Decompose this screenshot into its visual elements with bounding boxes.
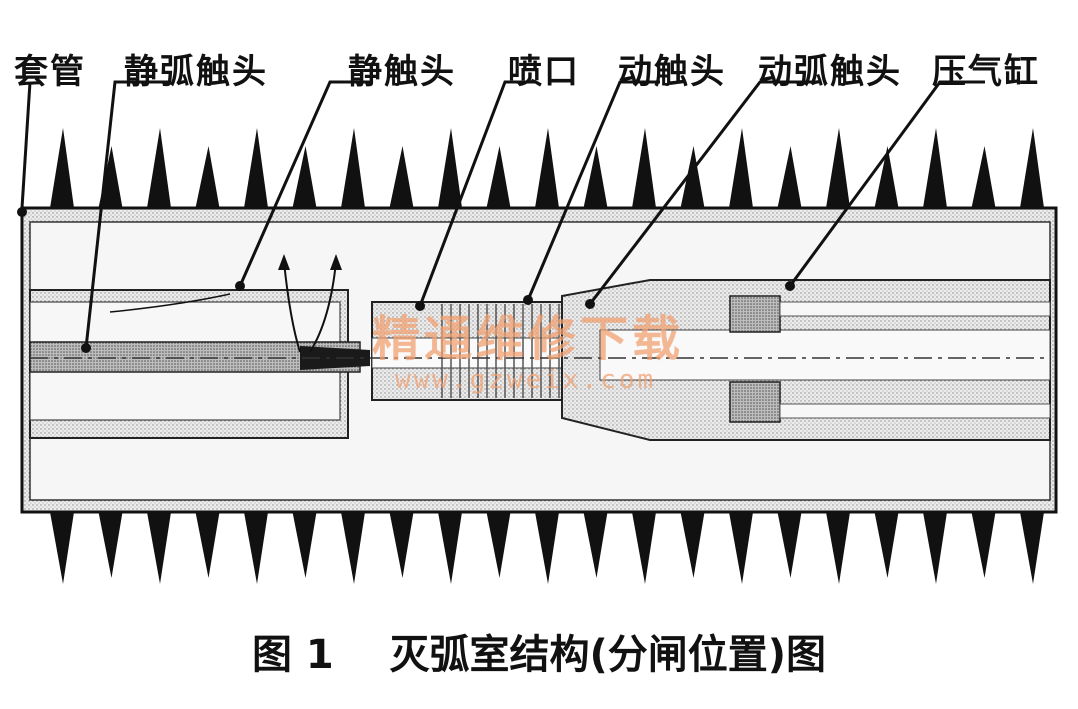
gas-flow-arrow-3 (109, 293, 231, 313)
label-static-contact: 静触头 (348, 52, 456, 92)
puffer-cylinder-wall-lower (779, 403, 1051, 419)
label-moving-arc-contact: 动弧触头 (758, 52, 902, 92)
bottom-shed (341, 512, 365, 584)
puffer-cylinder-bottom (729, 381, 781, 423)
bottom-shed (50, 512, 74, 584)
bottom-shed (923, 512, 947, 584)
top-shed (244, 128, 268, 208)
figure-caption: 图 1 灭弧室结构(分闸位置)图 (251, 632, 827, 678)
bottom-shed (1020, 512, 1044, 584)
top-shed (50, 128, 74, 208)
label-static-arc-contact: 静弧触头 (124, 52, 268, 92)
leader-static-contact (238, 80, 372, 287)
bottom-shed (244, 512, 268, 584)
bottom-shed (729, 512, 753, 584)
top-shed (632, 128, 656, 208)
top-sheds (50, 128, 1044, 208)
leader-lines (20, 80, 985, 349)
nozzle-ribs (441, 304, 560, 398)
gas-flow-arrowhead (278, 254, 290, 270)
bottom-sheds (50, 512, 1044, 584)
bottom-shed (486, 512, 511, 578)
watermark-text: 精通维修下载 (372, 311, 684, 367)
dot-sleeve (17, 207, 27, 217)
moving-contact-bore (599, 329, 1051, 381)
label-sleeve: 套管 (14, 52, 86, 92)
puffer-cylinder-top (729, 295, 781, 333)
top-shed (535, 128, 559, 208)
leader-moving-arc-contact (588, 80, 820, 305)
bottom-shed (632, 512, 656, 584)
top-shed (486, 146, 511, 208)
bottom-shed (826, 512, 850, 584)
top-shed (438, 128, 462, 208)
bottom-shed (971, 512, 996, 578)
label-moving-contact: 动触头 (618, 52, 726, 92)
dot-nozzle (415, 301, 425, 311)
leader-moving-contact (526, 80, 660, 301)
leader-sleeve (20, 81, 32, 209)
nozzle-throat (371, 337, 563, 369)
top-shed (874, 146, 899, 208)
puffer-cylinder-wall (779, 301, 1051, 317)
top-shed (777, 146, 802, 208)
gas-flow-arrowhead-2 (330, 254, 342, 270)
static-arc-contact-tip (300, 346, 370, 370)
top-shed (98, 146, 123, 208)
leader-puffer-cylinder (788, 80, 985, 287)
bottom-shed (535, 512, 559, 584)
watermark-url: www.gzweix.com (395, 365, 656, 395)
dot-moving-arc-contact (585, 299, 595, 309)
bottom-shed (98, 512, 123, 578)
top-shed (195, 146, 220, 208)
leader-dots (17, 207, 795, 353)
leader-nozzle (418, 80, 535, 307)
dot-moving-contact (523, 295, 533, 305)
top-shed (583, 146, 608, 208)
gas-flow-arrow-2 (309, 261, 337, 353)
top-shed (389, 146, 414, 208)
bottom-shed (680, 512, 705, 578)
label-nozzle: 喷口 (508, 52, 580, 92)
bottom-shed (389, 512, 414, 578)
dot-static-arc-contact (81, 343, 91, 353)
leader-static-arc-contact (84, 80, 170, 349)
bottom-shed (438, 512, 462, 584)
bottom-shed (147, 512, 171, 584)
label-puffer-cylinder: 压气缸 (932, 52, 1040, 92)
bottom-shed (583, 512, 608, 578)
top-shed (826, 128, 850, 208)
gas-flow-arrow (283, 261, 301, 353)
bottom-shed (777, 512, 802, 578)
dot-static-contact (235, 281, 245, 291)
top-shed (729, 128, 753, 208)
top-shed (341, 128, 365, 208)
top-shed (1020, 128, 1044, 208)
top-shed (147, 128, 171, 208)
top-shed (680, 146, 705, 208)
bottom-shed (195, 512, 220, 578)
bottom-shed (874, 512, 899, 578)
top-shed (971, 146, 996, 208)
top-shed (292, 146, 317, 208)
dot-puffer-cylinder (785, 281, 795, 291)
top-shed (923, 128, 947, 208)
bottom-shed (292, 512, 317, 578)
